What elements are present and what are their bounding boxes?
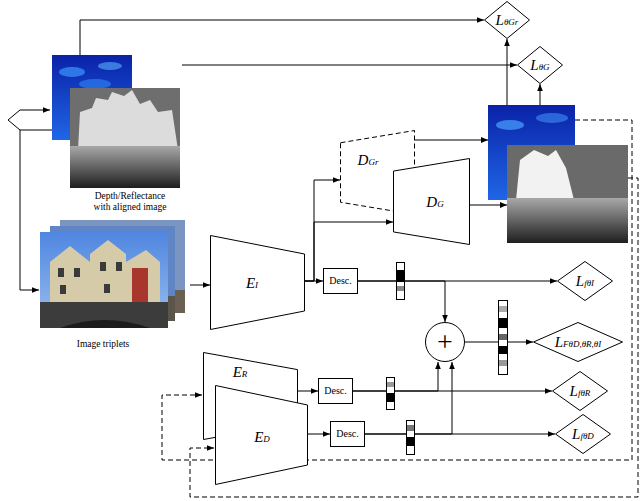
reflectance-patch (79, 79, 111, 89)
connector (80, 20, 484, 55)
descriptor-box: Desc. (330, 421, 365, 447)
connector (308, 434, 330, 435)
vector-cell (499, 306, 507, 312)
building (50, 240, 160, 305)
vector-cell (499, 318, 507, 328)
loss-diamond: LfθR (552, 371, 608, 411)
loss-diamond: LfθD (555, 414, 611, 454)
descriptor-label: Desc. (336, 429, 359, 439)
descriptor-box: Desc. (318, 378, 353, 404)
vector-cell (397, 286, 404, 291)
descriptor-label: Desc. (329, 276, 352, 286)
image-stack: Depth/Reflectance with aligned image (52, 55, 182, 218)
loss-label: LFθD,θR,θI (555, 335, 602, 350)
image-caption: Image triplets (43, 339, 163, 350)
diamond-outline (558, 262, 613, 301)
descriptor-vector (387, 378, 395, 410)
vector-cell (397, 270, 404, 282)
depth-image (70, 88, 180, 188)
vector-cell (407, 437, 414, 446)
encoder-label: EI (246, 276, 258, 291)
vector-cell (407, 425, 414, 431)
depth-silhouette (516, 150, 574, 200)
vector-cell (499, 360, 507, 366)
encoder-trapezoid: EI (210, 235, 305, 330)
connector (305, 180, 340, 281)
generated-depth (507, 145, 628, 243)
diamond-outline (556, 415, 611, 454)
vector-cell (387, 382, 394, 387)
window (116, 262, 122, 271)
vector-cell (499, 346, 507, 354)
descriptor-box: Desc. (323, 268, 358, 294)
diamond-outline (485, 2, 530, 39)
arrow-head (500, 202, 507, 208)
loss-diamond: LθGr (484, 1, 530, 39)
decoder-trapezoid: DG (393, 158, 470, 245)
connector (182, 65, 517, 66)
bus (132, 268, 148, 302)
triplet-image-front (40, 232, 168, 328)
image-stack: Image triplets (38, 218, 190, 358)
fused-vector (499, 301, 508, 375)
encoder-label: ER (233, 365, 248, 380)
sum-symbol: + (437, 328, 453, 356)
depth-silhouette (78, 90, 178, 150)
window (58, 268, 64, 277)
loss-diamond: LfθI (557, 261, 613, 301)
connector (298, 391, 318, 392)
decoder-label: DGr (358, 153, 379, 168)
road (40, 302, 168, 328)
loss-diamond: LθG (517, 46, 563, 84)
encoder-trapezoid: ED (215, 385, 308, 485)
descriptor-label: Desc. (324, 386, 347, 396)
window (74, 268, 80, 277)
sum-circle: + (425, 322, 465, 362)
depth-ground (70, 146, 180, 188)
loss-label: LfθD (572, 427, 594, 442)
connector (190, 285, 210, 286)
diamond-outline (553, 372, 608, 411)
window (60, 285, 66, 294)
loss-label: LθGr (496, 13, 519, 28)
loss-label: LθG (530, 58, 549, 73)
decoder-label: DG (426, 195, 443, 210)
depth-ground (507, 198, 628, 243)
connector (353, 362, 438, 391)
image-caption: Depth/Reflectance with aligned image (86, 191, 174, 213)
vector-cell (387, 393, 394, 402)
loss-label: LfθI (576, 274, 594, 289)
car-hood (60, 320, 150, 328)
connector (358, 281, 445, 322)
loss-label: LfθR (570, 384, 591, 399)
descriptor-vector (397, 263, 405, 300)
circle-outline (426, 323, 465, 362)
diamond-outline (518, 47, 563, 84)
loss-diamond: LFθD,θR,θI (533, 322, 623, 362)
reflectance-patch (59, 67, 85, 77)
trapezoid-outline (394, 159, 470, 245)
window (104, 284, 110, 293)
reflectance-patch (98, 62, 122, 70)
window (100, 262, 106, 271)
arrow-head (481, 137, 488, 143)
vector-cell (499, 334, 507, 340)
input-fork-line (20, 130, 39, 290)
descriptor-vector (407, 421, 415, 455)
input-fork-line (8, 110, 50, 120)
reflectance-patch (496, 120, 524, 130)
diamond-outline (534, 323, 623, 362)
encoder-label: ED (254, 430, 270, 445)
trapezoid-outline (211, 236, 305, 330)
reflectance-patch (536, 113, 568, 123)
trapezoid-outline (216, 386, 308, 485)
